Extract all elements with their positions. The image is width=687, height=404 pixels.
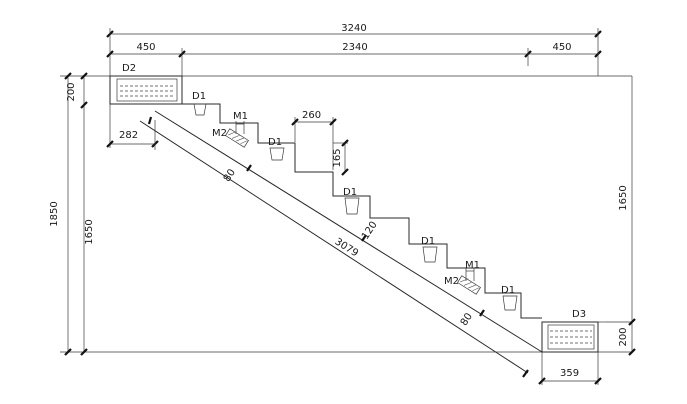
m-plate-upper: M1 M2 [212,111,249,148]
dim-tick [329,118,337,126]
bottom-landing-length-label: 359 [560,368,579,379]
dim-tick [64,72,72,80]
dim-tick [628,348,636,356]
dim-tick [246,164,252,172]
dim-tick [594,377,602,385]
dim-tick [80,348,88,356]
d1-symbol-1: D1 [192,91,207,116]
right-width-label: 450 [552,42,571,53]
dim-tick [361,234,367,242]
dim-tick [291,118,299,126]
svg-text:D1: D1 [192,91,206,102]
label-m1-lower: M1 [465,260,480,271]
slab-length-label: 3079 [333,236,360,259]
label-d3: D3 [572,309,586,320]
dim-tick [80,101,88,109]
svg-text:D1: D1 [421,236,435,247]
bottom-landing-beam-inner [547,324,595,350]
label-d2: D2 [122,63,136,74]
top-landing-thickness-label: 200 [66,82,77,101]
stair-step-profile [182,103,542,319]
bottom-landing-thickness-label: 200 [618,327,629,346]
left-width-label: 450 [136,42,155,53]
svg-text:D1: D1 [501,285,515,296]
slab-thickness-lower-label: 80 [459,311,475,328]
dim-tick [80,72,88,80]
dim-tick [522,369,529,378]
d1-symbol-3: D1 [343,187,360,215]
top-landing-beam [109,75,183,105]
m-plate-lower: M1 M2 [444,260,481,295]
tread-label: 260 [302,110,321,121]
slab-length-dim-line [139,120,529,374]
left-lower-height-label: 1650 [84,219,95,244]
top-landing-beam-inner [116,78,178,102]
dim-tick [147,116,153,125]
dim-tick [106,140,114,148]
label-m2-lower: M2 [444,276,459,287]
right-height-label: 1650 [618,185,629,210]
d1-symbol-2: D1 [268,137,285,161]
riser-label: 165 [332,148,343,167]
slab-thickness-upper-label: 80 [222,167,238,184]
dim-tick [341,139,349,147]
dim-tick [538,377,546,385]
label-m1-upper: M1 [233,111,248,122]
dim-tick [479,309,485,317]
dim-tick [64,348,72,356]
svg-text:D1: D1 [268,137,282,148]
label-m2-upper: M2 [212,128,227,139]
slab-thickness-mid-label: 120 [360,220,380,242]
dim-tick [341,168,349,176]
top-landing-length-label: 282 [119,130,138,141]
d1-symbol-4: D1 [421,236,438,263]
bottom-landing-beam [541,321,599,353]
slab-soffit-line [154,110,543,353]
svg-text:D1: D1 [343,187,357,198]
total-width-label: 3240 [341,23,366,34]
middle-width-label: 2340 [342,42,367,53]
dim-tick [628,318,636,326]
total-height-label: 1850 [49,201,60,226]
d1-symbol-5: D1 [501,285,518,311]
